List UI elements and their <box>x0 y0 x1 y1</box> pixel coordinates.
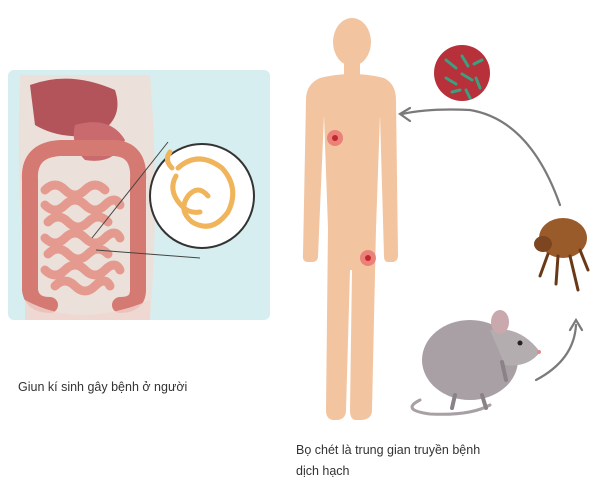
bacteria-circle <box>434 45 490 101</box>
right-caption: Bọ chét là trung gian truyền bệnh dịch h… <box>296 440 556 482</box>
right-caption-line1: Bọ chét là trung gian truyền bệnh <box>296 440 556 461</box>
arrow-rat-to-flea <box>536 325 576 380</box>
rat-icon <box>412 310 541 414</box>
human-figure <box>303 18 398 420</box>
flea-icon <box>534 218 588 290</box>
arrow-flea-to-human <box>402 110 560 206</box>
right-caption-line2: dịch hạch <box>296 461 556 482</box>
intestine-illustration <box>19 75 155 320</box>
worm-magnifier-circle <box>150 144 254 248</box>
left-caption: Giun kí sinh gây bệnh ở người <box>18 380 187 394</box>
